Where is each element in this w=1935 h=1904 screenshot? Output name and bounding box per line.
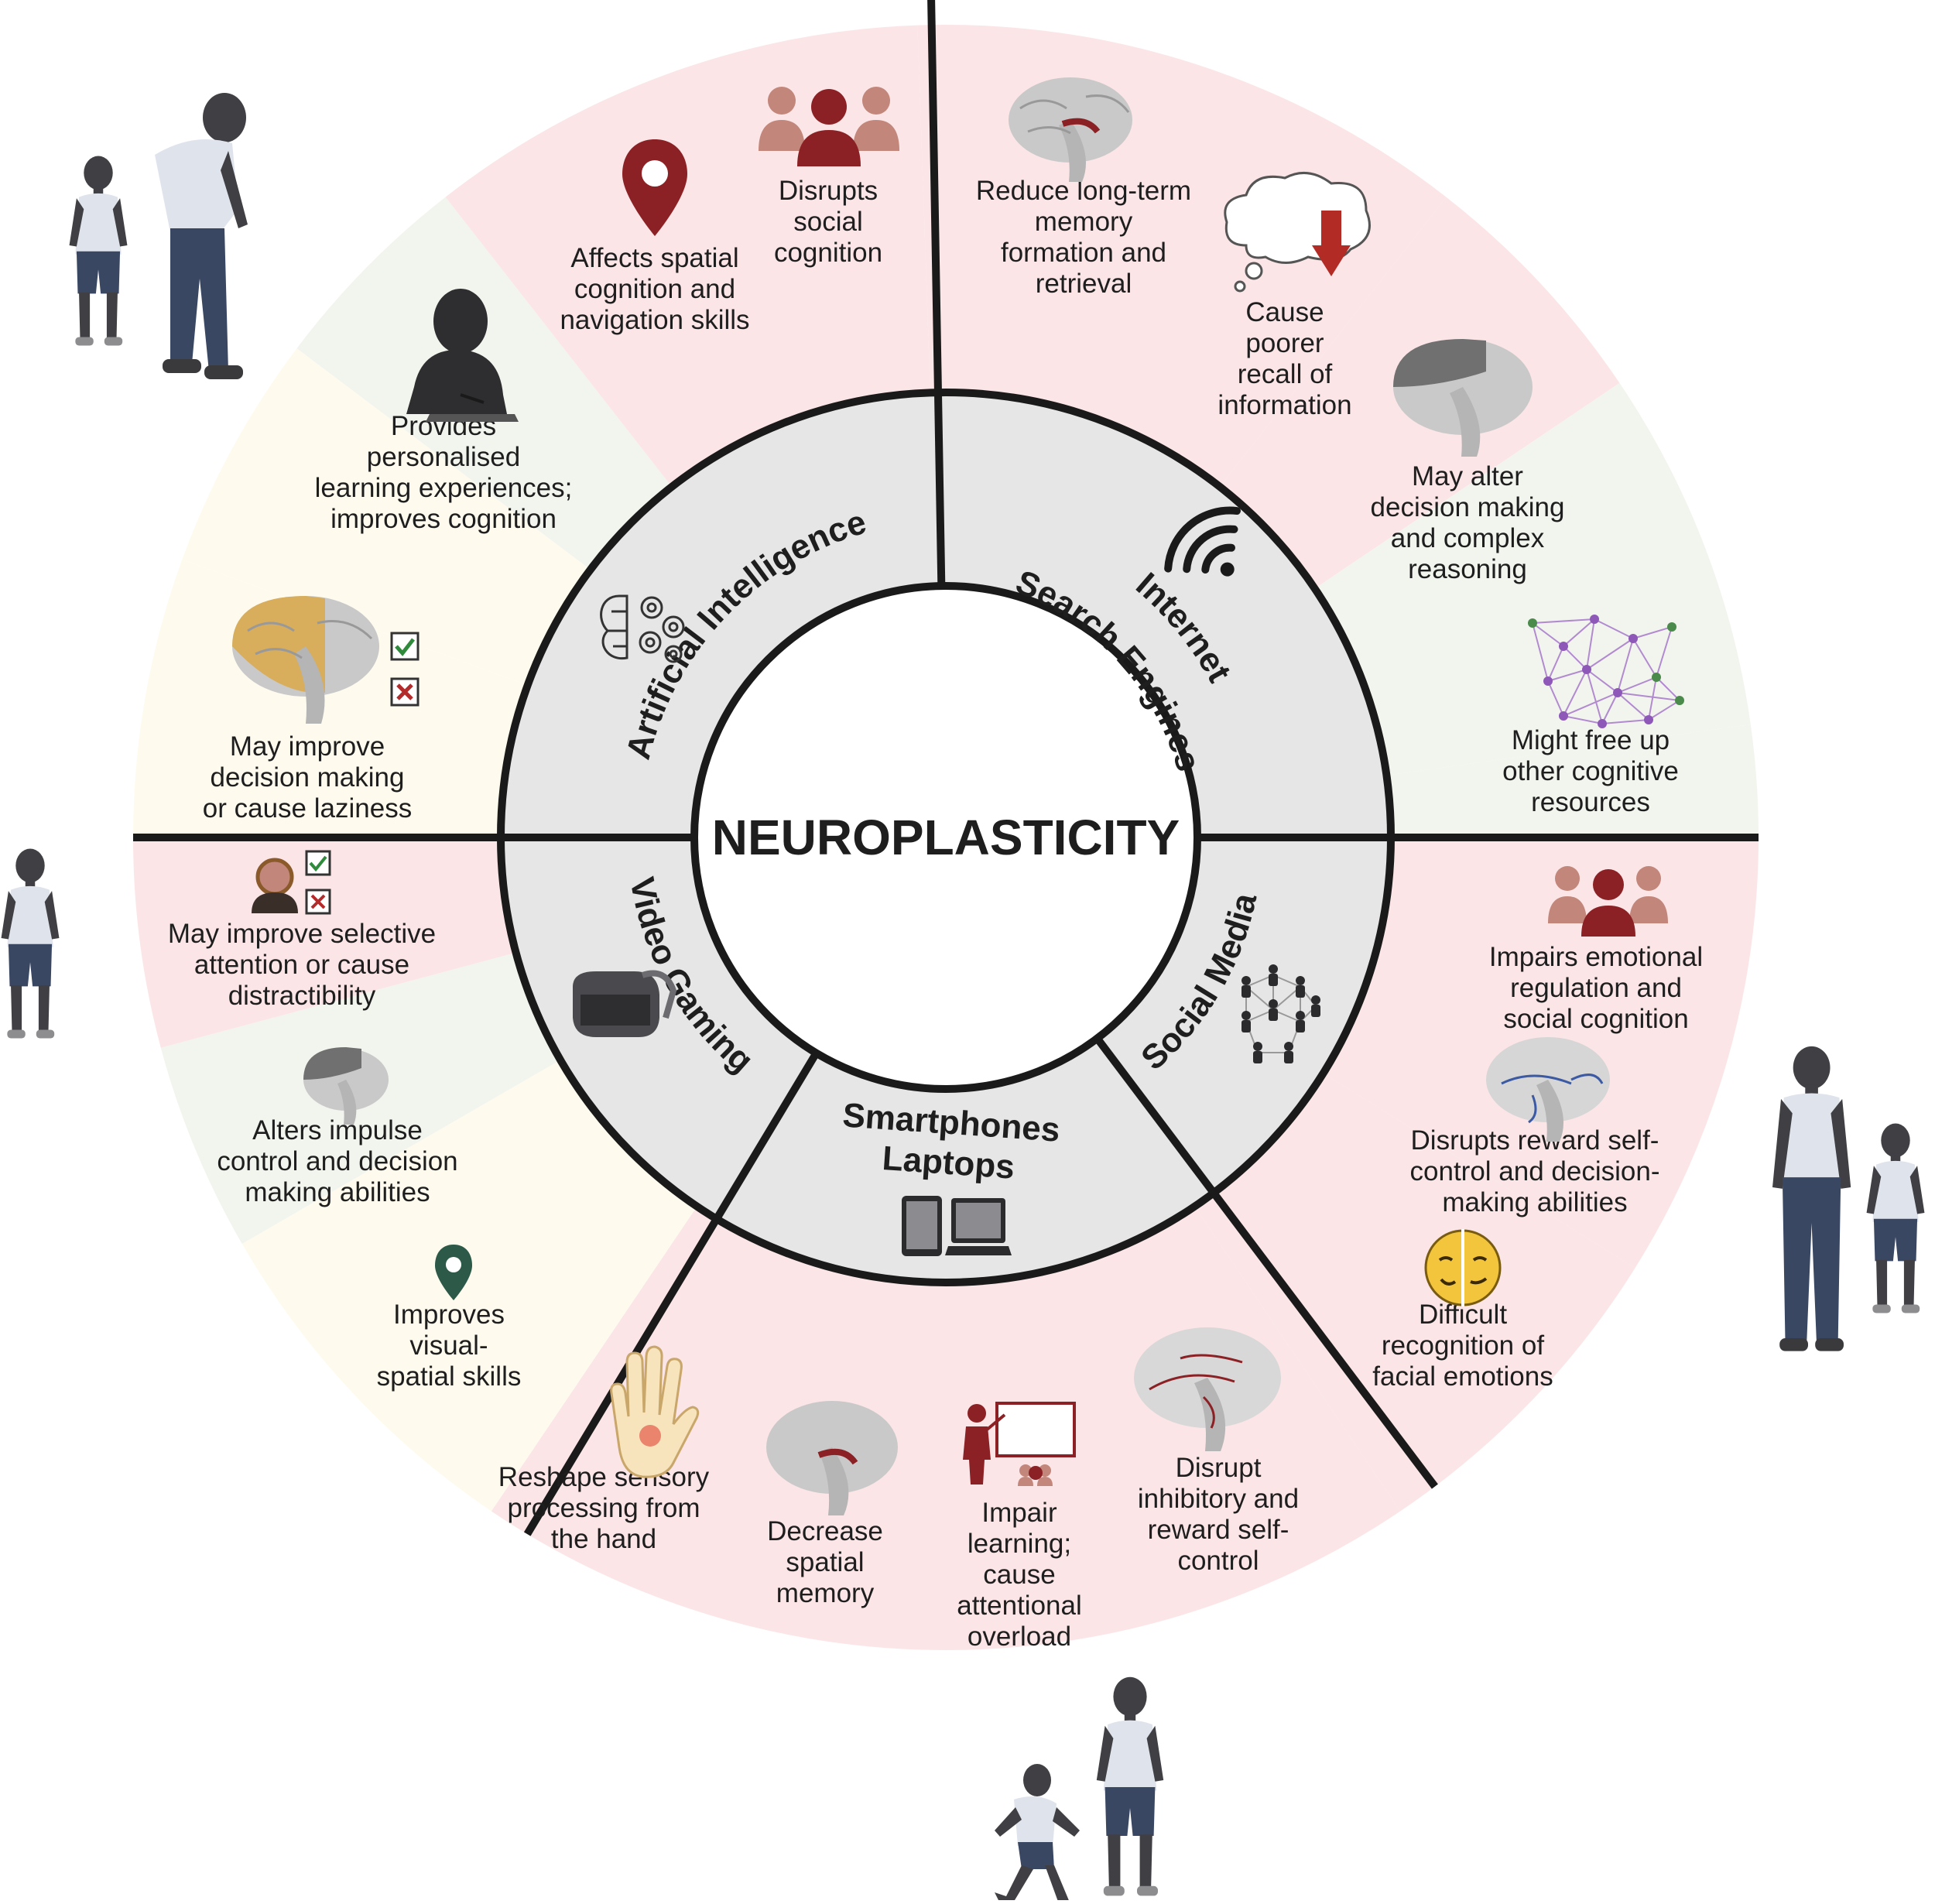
person-figure [1096,1676,1164,1896]
brain-icon [303,1047,389,1125]
brain-icon [1486,1037,1610,1142]
laptop-icon [945,1198,1012,1255]
down-arrow-icon [1312,211,1351,276]
cross-box-icon [305,889,331,915]
wifi-signal-icon [1164,506,1241,577]
hand-icon [610,1345,700,1478]
people-group-icon [759,87,899,166]
people-group-icon [1548,866,1668,937]
neural-network-icon [1528,615,1684,728]
ai-brain-gears-icon [600,594,685,663]
vr-headset-icon [573,970,677,1037]
person-figure [69,156,128,346]
tablet-icon [902,1196,942,1256]
people-figures [1,93,1925,1904]
check-box-icon [390,632,420,661]
student-writing-icon [406,289,519,422]
center-title: NEUROPLASTICITY [712,810,1180,865]
person-figure [1,848,60,1039]
divider-line [927,0,946,587]
brain-icon [232,596,379,724]
brain-icon [1134,1327,1281,1451]
brain-icon [766,1401,898,1515]
cross-box-icon [390,677,420,707]
teacher-board-icon [963,1402,1076,1486]
check-box-icon [305,850,331,876]
person-figure [1866,1123,1925,1313]
brain-icon [1393,339,1533,457]
elderly-person-figure [155,93,248,379]
running-child-figure [995,1764,1080,1904]
person-figure [1772,1046,1851,1351]
divider-lines [133,0,1759,1536]
avatar-icon [252,858,298,913]
divider-line [523,1051,820,1536]
network-people-icon [1241,964,1320,1063]
divider-line [1094,1036,1438,1489]
effect-label-social-reward: Disrupts reward self-control and decisio… [1410,1125,1660,1217]
brain-icon [1009,77,1132,182]
location-pin-icon [622,139,687,236]
location-pin-icon [435,1245,472,1300]
emoji-face-icon [1424,1229,1502,1306]
